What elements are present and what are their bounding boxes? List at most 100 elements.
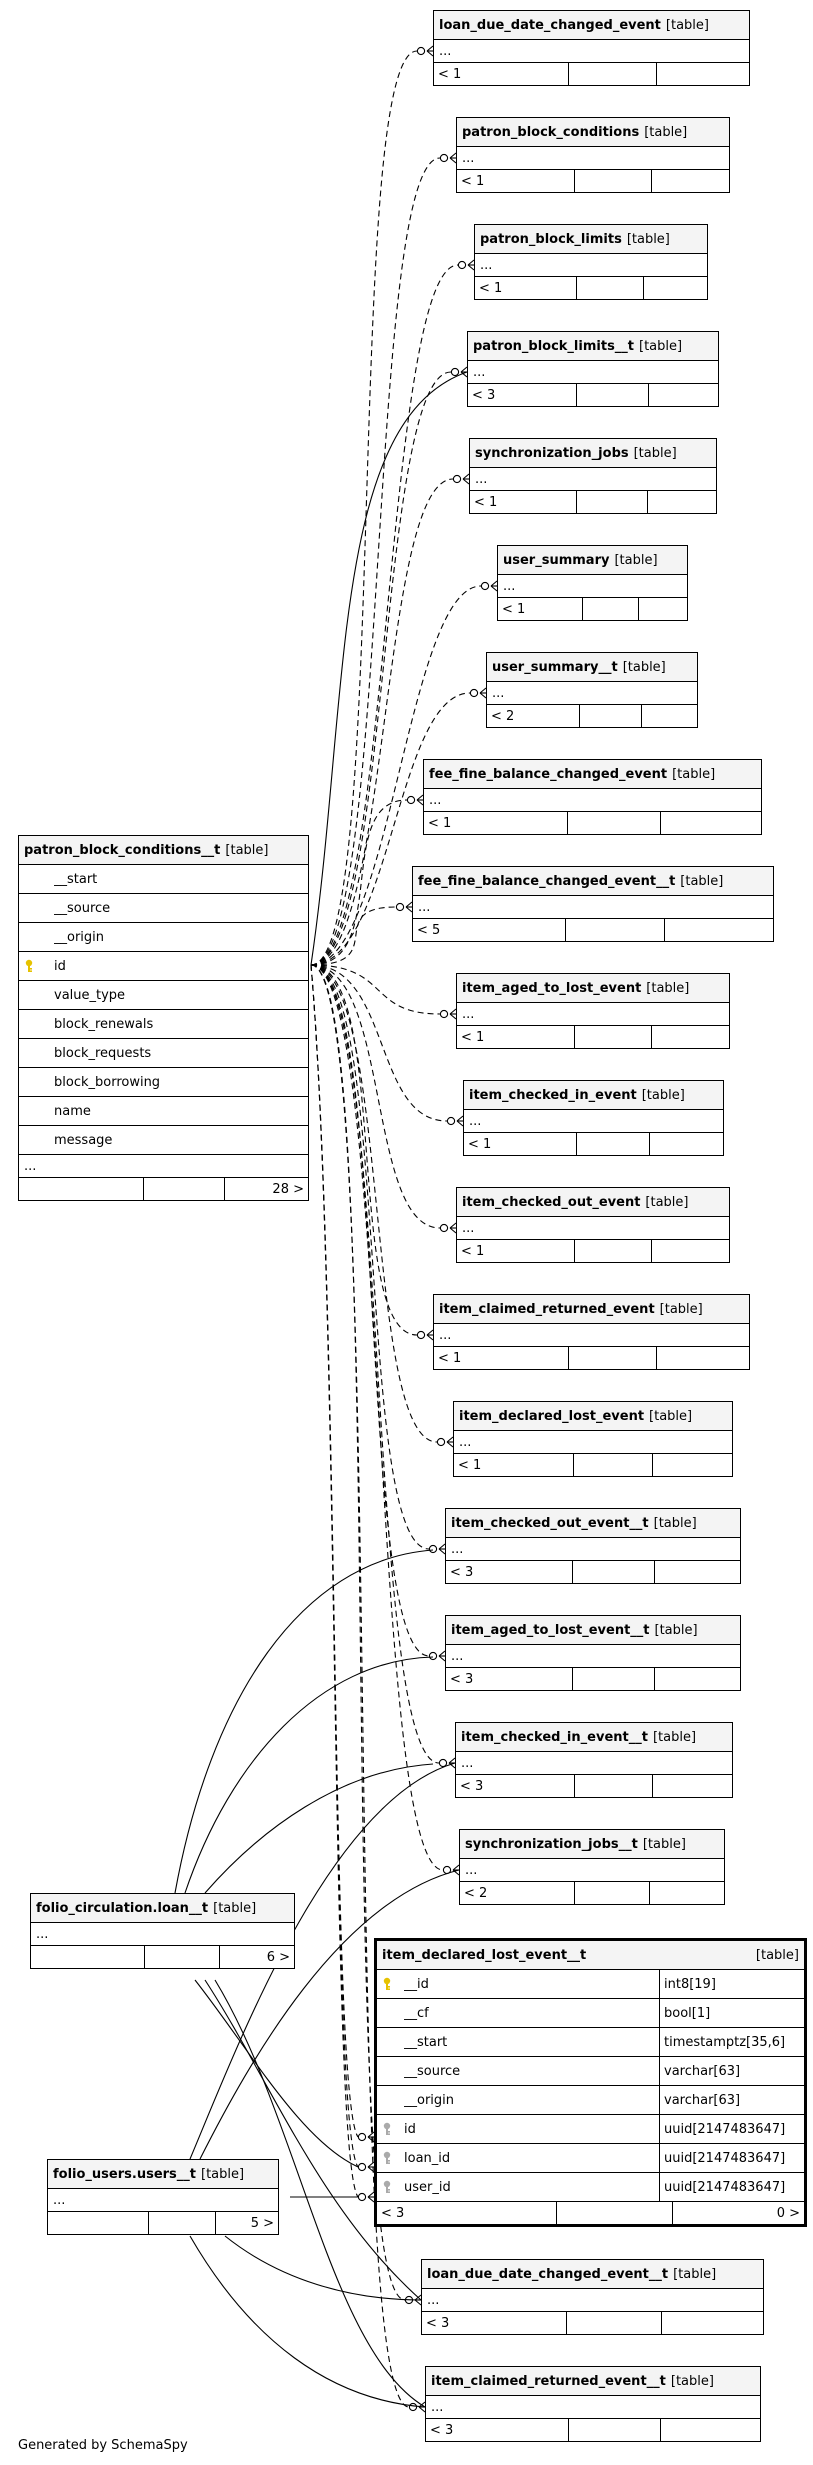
footer-cell — [574, 1454, 653, 1476]
column-name: block_requests — [54, 1045, 152, 1061]
table-loan-due-date-changed-event[interactable]: loan_due_date_changed_event[table]...< 1 — [433, 10, 750, 86]
table-item-declared-lost-event-t[interactable]: item_declared_lost_event__t [table] __id… — [374, 1938, 807, 2227]
table-patron-block-conditions[interactable]: patron_block_conditions[table]...< 1 — [456, 117, 730, 193]
more-columns: ... — [498, 575, 687, 598]
footer-cell — [650, 1882, 724, 1904]
table-tag: [table] — [626, 231, 670, 247]
table-footer: 28 > — [19, 1178, 308, 1200]
table-patron-block-conditions-t[interactable]: patron_block_conditions__t [table] __sta… — [18, 835, 309, 1201]
table-header: item_checked_in_event[table] — [464, 1081, 723, 1110]
relationship-line — [310, 964, 438, 1443]
table-patron-block-limits[interactable]: patron_block_limits[table]...< 1 — [474, 224, 708, 300]
footer-cell — [48, 2212, 149, 2234]
column-name: __start — [54, 871, 98, 887]
table-loan-due-date-changed-event-t[interactable]: loan_due_date_changed_event__t[table]...… — [421, 2259, 764, 2335]
more-columns: ... — [457, 1217, 729, 1240]
table-name: item_aged_to_lost_event__t — [451, 1622, 650, 1638]
crowfoot-icon — [406, 794, 424, 806]
crowfoot-icon — [480, 580, 498, 592]
table-name: item_claimed_returned_event__t — [431, 2373, 666, 2389]
relationship-line — [204, 1979, 422, 2301]
footer-cell — [649, 384, 719, 406]
table-tag: [table] — [614, 552, 658, 568]
table-item-aged-to-lost-event-t[interactable]: item_aged_to_lost_event__t[table]...< 3 — [445, 1615, 741, 1691]
footer-cell — [662, 2312, 763, 2334]
key-slot — [382, 1977, 404, 1991]
table-fee-fine-balance-changed-event-t[interactable]: fee_fine_balance_changed_event__t[table]… — [412, 866, 774, 942]
column-name: __source — [54, 900, 111, 916]
column-row: name — [19, 1097, 308, 1126]
table-header: item_claimed_returned_event__t[table] — [426, 2367, 760, 2396]
more-columns: ... — [464, 1110, 723, 1133]
table-folio-users-users-t[interactable]: folio_users.users__t [table] ... 5 > — [47, 2159, 279, 2235]
table-header: item_aged_to_lost_event__t[table] — [446, 1616, 740, 1645]
crowfoot-icon — [436, 1436, 454, 1448]
table-user-summary[interactable]: user_summary[table]...< 1 — [497, 545, 688, 621]
table-user-summary-t[interactable]: user_summary__t[table]...< 2 — [486, 652, 698, 728]
footer-cell: < 1 — [424, 812, 568, 834]
table-footer: < 3 — [446, 1561, 740, 1583]
table-synchronization-jobs[interactable]: synchronization_jobs[table]...< 1 — [469, 438, 717, 514]
table-tag: [table] — [755, 1947, 799, 1963]
table-footer: < 1 — [464, 1133, 723, 1155]
more-columns: ... — [446, 1538, 740, 1561]
more-columns: ... — [422, 2289, 763, 2312]
table-item-checked-in-event-t[interactable]: item_checked_in_event__t[table]...< 3 — [455, 1722, 733, 1798]
table-tag: [table] — [641, 1087, 685, 1103]
table-header: item_declared_lost_event[table] — [454, 1402, 732, 1431]
table-folio-circulation-loan-t[interactable]: folio_circulation.loan__t [table] ... 6 … — [30, 1893, 295, 1969]
table-footer: < 1 — [457, 1026, 729, 1048]
footer-cell: < 3 — [446, 1561, 573, 1583]
footer-cell: < 1 — [434, 63, 569, 85]
table-fee-fine-balance-changed-event[interactable]: fee_fine_balance_changed_event[table]...… — [423, 759, 762, 835]
table-header: item_aged_to_lost_event[table] — [457, 974, 729, 1003]
footer-cell: < 2 — [487, 705, 580, 727]
table-item-claimed-returned-event-t[interactable]: item_claimed_returned_event__t[table]...… — [425, 2366, 761, 2442]
crowfoot-icon — [439, 152, 457, 164]
foreign-key-icon — [383, 2151, 391, 2164]
table-header: patron_block_conditions[table] — [457, 118, 729, 147]
more-columns: ... — [457, 1003, 729, 1026]
table-name: fee_fine_balance_changed_event — [429, 766, 668, 782]
table-item-checked-out-event-t[interactable]: item_checked_out_event__t[table]...< 3 — [445, 1508, 741, 1584]
more-columns: ... — [487, 682, 697, 705]
footer-cell — [567, 2312, 662, 2334]
table-item-aged-to-lost-event[interactable]: item_aged_to_lost_event[table]...< 1 — [456, 973, 730, 1049]
table-item-claimed-returned-event[interactable]: item_claimed_returned_event[table]...< 1 — [433, 1294, 750, 1370]
footer-cell — [657, 1347, 749, 1369]
table-item-declared-lost-event[interactable]: item_declared_lost_event[table]...< 1 — [453, 1401, 733, 1477]
footer-cell — [665, 919, 773, 941]
table-footer: < 1 — [434, 63, 749, 85]
footer-cell: < 1 — [498, 598, 583, 620]
footer-cell — [568, 812, 662, 834]
footer-cell — [575, 1240, 652, 1262]
footer-cell — [642, 705, 698, 727]
footer-cell — [569, 63, 657, 85]
footer-cell — [577, 491, 648, 513]
table-item-checked-out-event[interactable]: item_checked_out_event[table]...< 1 — [456, 1187, 730, 1263]
footer-cell: 5 > — [250, 2215, 274, 2231]
relationship-line — [310, 964, 441, 1229]
footer-cell — [577, 277, 644, 299]
table-synchronization-jobs-t[interactable]: synchronization_jobs__t[table]...< 2 — [459, 1829, 725, 1905]
relationship-line — [199, 1869, 460, 2160]
column-type: timestamptz[35,6] — [659, 2028, 804, 2056]
footer-cell: < 2 — [460, 1882, 575, 1904]
crowfoot-icon — [428, 1650, 446, 1662]
table-tag: [table] — [652, 1729, 697, 1745]
column-name: __source — [404, 2063, 461, 2079]
more-columns: ... — [470, 468, 716, 491]
footer-cell — [577, 1133, 651, 1155]
footer-cell — [580, 705, 642, 727]
table-patron-block-limits-t[interactable]: patron_block_limits__t[table]...< 3 — [467, 331, 719, 407]
table-tag: [table] — [672, 766, 716, 782]
footer-cell: < 3 — [426, 2419, 569, 2441]
table-item-checked-in-event[interactable]: item_checked_in_event[table]...< 1 — [463, 1080, 724, 1156]
table-header: patron_block_conditions__t [table] — [19, 836, 308, 865]
crowfoot-icon — [416, 1329, 434, 1341]
key-slot — [382, 2151, 404, 2165]
footer-cell: < 1 — [457, 1240, 575, 1262]
